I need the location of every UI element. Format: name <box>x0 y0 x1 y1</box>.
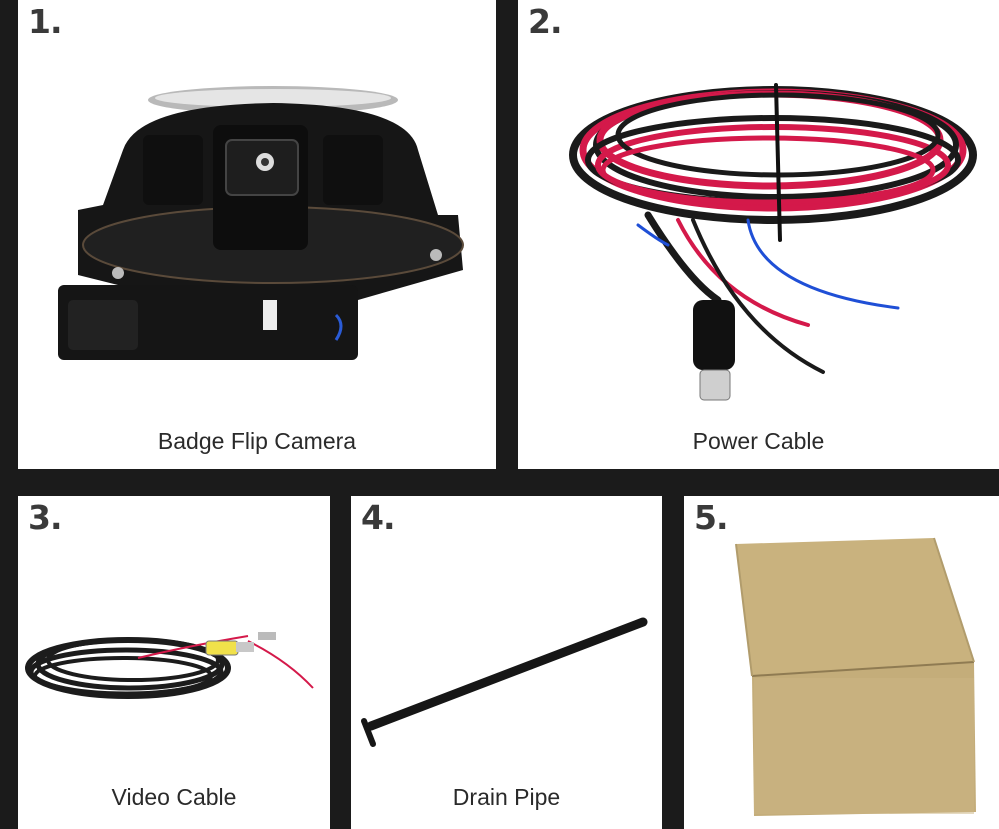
panel-number: 5. <box>694 498 728 537</box>
panel-caption: Video Cable <box>111 784 237 810</box>
panel-number: 4. <box>361 498 395 537</box>
panel-3: 3. Video Cable <box>18 496 330 829</box>
panel-caption: Drain Pipe <box>452 784 561 810</box>
panel-4: 4. Drain Pipe <box>351 496 662 829</box>
video-cable-illustration <box>25 632 314 699</box>
panel-caption: Power Cable <box>692 428 825 454</box>
drain-pipe-illustration <box>361 617 648 747</box>
panel-caption: Badge Flip Camera <box>157 428 357 454</box>
panel-1: 1. Badge Flip Camera <box>18 0 496 469</box>
box-illustration <box>735 537 976 816</box>
panel-5: 5. <box>684 496 999 829</box>
camera-illustration <box>58 86 464 360</box>
panel-2: 2. Power Cable <box>518 0 999 469</box>
power-cable-illustration <box>569 83 977 401</box>
panel-number: 3. <box>28 498 62 537</box>
panel-number: 2. <box>528 2 562 41</box>
panel-number: 1. <box>28 2 62 41</box>
